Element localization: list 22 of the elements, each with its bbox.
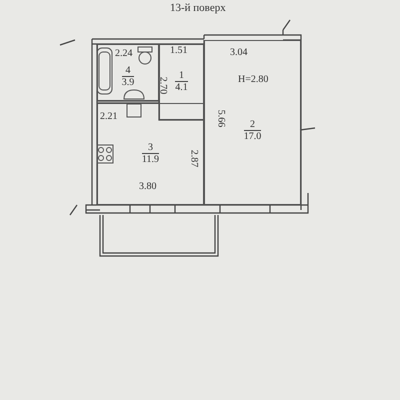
- room-outline: [204, 40, 301, 205]
- room-area: 11.9: [142, 153, 160, 165]
- dimension-label: 3.80: [139, 181, 156, 192]
- dimension-label: 2.21: [100, 111, 118, 122]
- dimension-label: 1.51: [170, 45, 188, 56]
- room-outline: [97, 103, 204, 205]
- dimension-label: 3.04: [230, 47, 248, 58]
- room-area: 17.0: [244, 130, 262, 142]
- dimension-label: H=2.80: [238, 74, 268, 85]
- room-number: 3: [148, 142, 153, 153]
- floor-title: 13-й поверх: [170, 2, 226, 14]
- dimension-label: 2.70: [157, 76, 168, 94]
- room-number: 2: [250, 119, 255, 130]
- room-outline: [159, 44, 204, 120]
- dimension-label: 5.66: [215, 110, 226, 128]
- room-outline: [97, 44, 159, 101]
- room-number: 1: [179, 70, 184, 81]
- room-area: 3.9: [122, 76, 134, 88]
- dimension-label: 2.87: [188, 150, 200, 168]
- room-area: 4.1: [175, 81, 188, 93]
- dimension-label: 2.24: [115, 48, 132, 59]
- room-number: 4: [126, 65, 130, 76]
